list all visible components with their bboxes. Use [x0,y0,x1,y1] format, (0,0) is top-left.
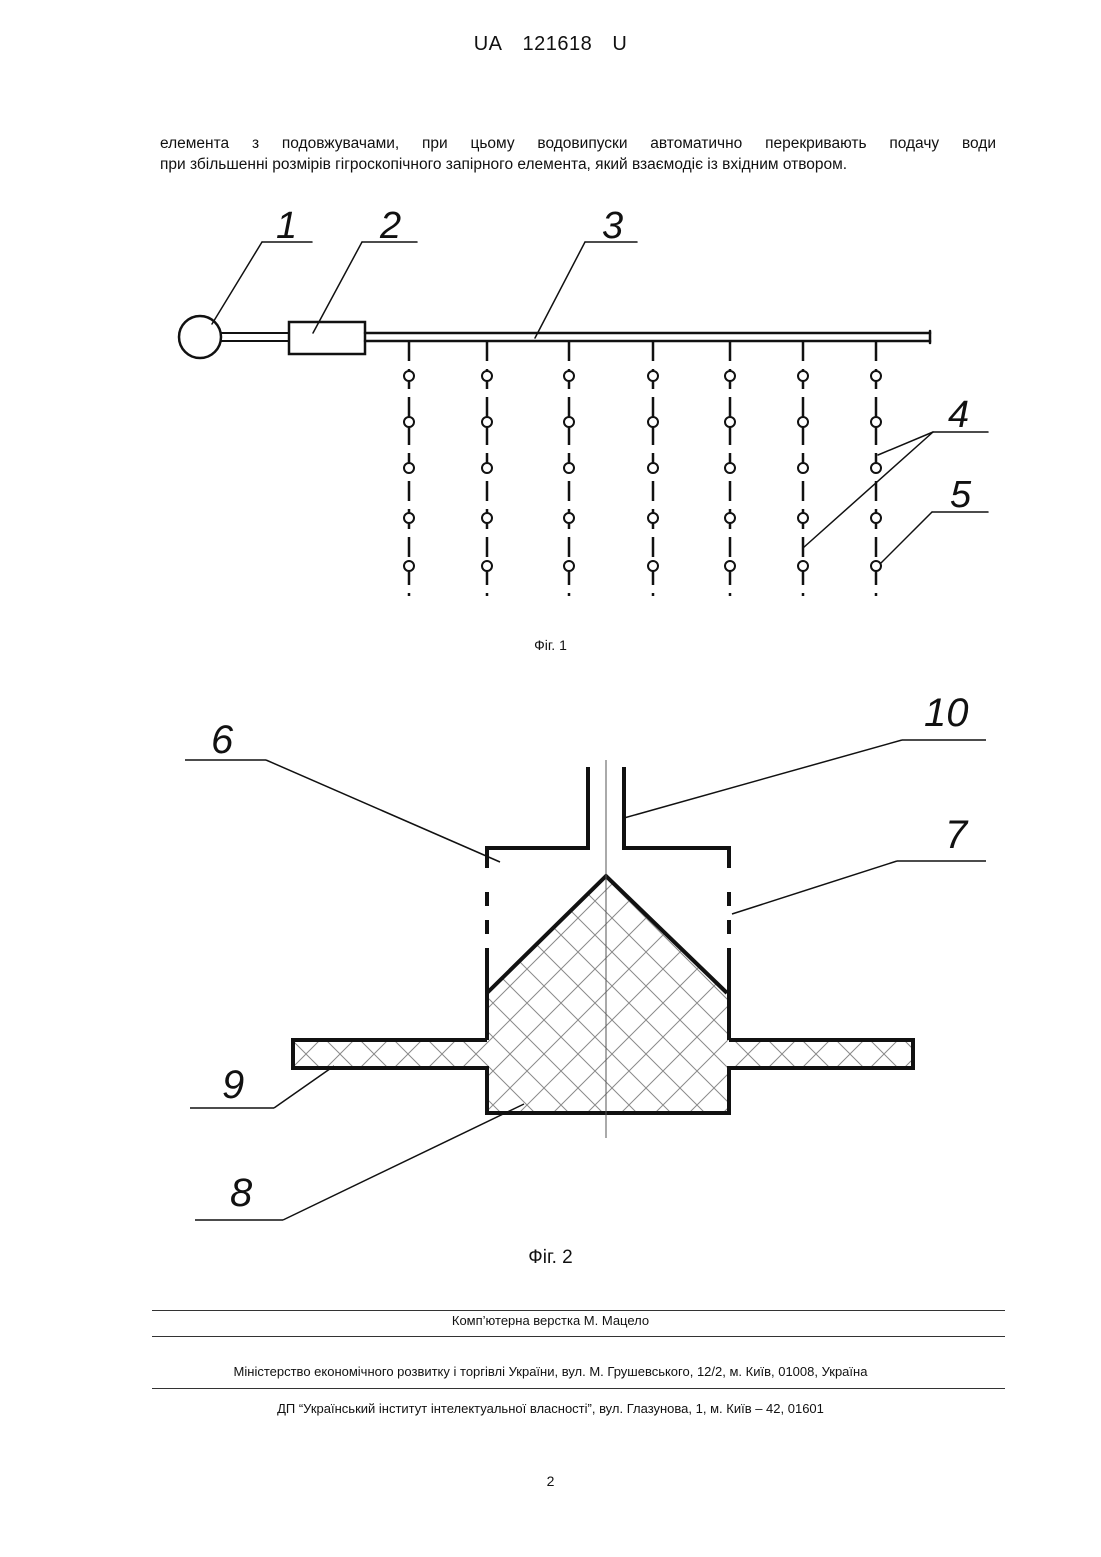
footer-ministry: Міністерство економічного розвитку і тор… [0,1364,1101,1379]
dripper [564,561,574,571]
fig1-label-5: 5 [950,474,972,516]
dripper [564,513,574,523]
filter-block [289,322,365,354]
footer-institute: ДП “Український інститут інтелектуальної… [0,1401,1101,1416]
patent-number: 121618 [523,33,593,55]
dripper [725,371,735,381]
dripper [404,417,414,427]
dripper [482,513,492,523]
figure-1-caption: Фіг. 1 [0,637,1101,653]
fig2-label-6: 6 [211,718,234,762]
dripper [648,417,658,427]
body-line-1: елемента з подовжувачами, при цьому водо… [160,133,996,154]
dripper [648,513,658,523]
dripper [564,417,574,427]
dripper [404,463,414,473]
dripper [404,371,414,381]
body-line-2: при збільшенні розмірів гігроскопічного … [160,154,996,175]
dripper [871,417,881,427]
dripper [798,371,808,381]
dripper [648,463,658,473]
dripper [798,513,808,523]
patent-header: UA 121618 U [0,33,1101,56]
dripper [482,463,492,473]
dripper [725,513,735,523]
footer-layout-credit: Комп’ютерна верстка М. Мацело [0,1313,1101,1328]
patent-country: UA [474,33,503,55]
dripper [482,371,492,381]
patent-kind: U [612,33,627,55]
dripper [725,561,735,571]
dripper [648,371,658,381]
fig1-label-4: 4 [948,394,969,436]
fig1-label-1: 1 [276,205,297,247]
dripper [404,561,414,571]
page-number: 2 [0,1473,1101,1489]
dripper [871,513,881,523]
dripper [871,371,881,381]
dripper [648,561,658,571]
pump-circle [179,316,221,358]
dripper [564,463,574,473]
dripper [725,463,735,473]
dripper [798,417,808,427]
hygroscopic-element [293,876,913,1113]
fig2-label-7: 7 [945,813,969,857]
fig2-label-8: 8 [230,1171,253,1215]
dripper [798,463,808,473]
footer-rule-3 [152,1388,1005,1389]
figure-1-drawing: 1 2 3 4 5 [0,200,1101,600]
dripper [798,561,808,571]
dripper [482,417,492,427]
fig2-label-9: 9 [222,1063,244,1107]
dripper [725,417,735,427]
fig1-label-3: 3 [602,205,623,247]
dripper [404,513,414,523]
dripper [482,561,492,571]
fig1-label-2: 2 [379,205,401,247]
figure-2-caption: Фіг. 2 [0,1247,1101,1269]
fig2-label-10: 10 [924,691,969,735]
dripper [871,561,881,571]
footer-rule-2 [152,1336,1005,1337]
figure-2-drawing: 6 10 7 9 8 [0,680,1101,1240]
body-paragraph: елемента з подовжувачами, при цьому водо… [160,133,996,175]
dripper [871,463,881,473]
footer-rule-1 [152,1310,1005,1311]
dripper [564,371,574,381]
housing-outline [487,767,588,868]
